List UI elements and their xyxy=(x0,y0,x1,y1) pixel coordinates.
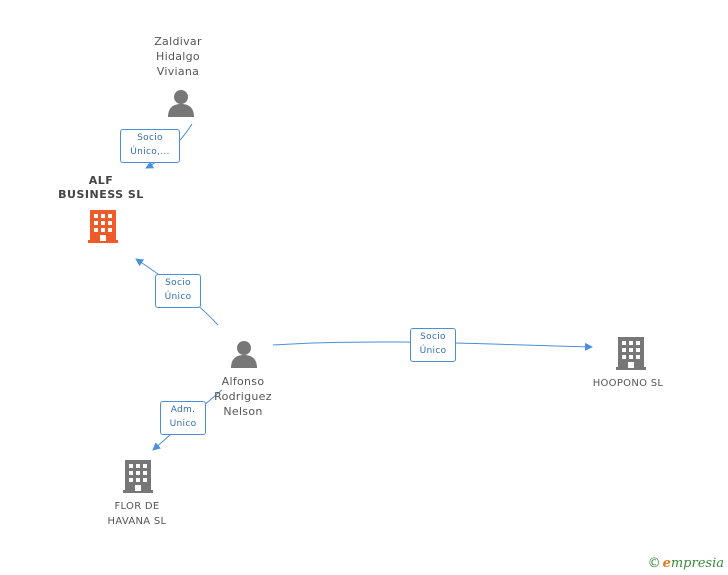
edge-label-line: Único xyxy=(164,292,192,302)
brand-text: mpresia xyxy=(670,556,724,571)
label-line: Hidalgo xyxy=(156,50,200,63)
label-line: Rodriguez xyxy=(214,390,272,403)
edge-label-alfonso-hoopono[interactable]: Socio Único xyxy=(410,328,456,362)
label-line: HOOPONO SL xyxy=(592,378,664,389)
edge-label-line: Unico xyxy=(169,419,197,429)
edge-label-zaldivar-alf[interactable]: Socio Único,... xyxy=(120,129,180,163)
edge-label-line: Adm. xyxy=(170,405,196,415)
node-label-hoopono[interactable]: HOOPONO SL xyxy=(578,376,678,391)
node-label-zaldivar[interactable]: Zaldivar Hidalgo Viviana xyxy=(138,34,218,79)
brand-initial: e xyxy=(662,556,671,571)
empresia-logo: ©empresia xyxy=(648,556,724,571)
building-icon[interactable] xyxy=(616,337,646,370)
label-line: Zaldivar xyxy=(154,35,202,48)
copyright-icon: © xyxy=(647,556,661,571)
label-line: Alfonso xyxy=(221,375,265,388)
label-line: Nelson xyxy=(223,405,263,418)
building-icon[interactable] xyxy=(88,210,118,243)
edge-label-alfonso-alf[interactable]: Socio Único xyxy=(155,274,201,308)
node-label-alfonso[interactable]: Alfonso Rodriguez Nelson xyxy=(202,374,284,419)
node-label-flor[interactable]: FLOR DE HAVANA SL xyxy=(92,499,182,529)
label-line: ALF xyxy=(88,174,114,187)
node-label-alf[interactable]: ALF BUSINESS SL xyxy=(50,174,152,202)
person-icon[interactable] xyxy=(231,341,257,368)
edge-label-alfonso-flor[interactable]: Adm. Unico xyxy=(160,401,206,435)
edge-label-line: Socio xyxy=(137,133,163,143)
building-icon[interactable] xyxy=(123,460,153,493)
edge-label-line: Socio xyxy=(165,278,191,288)
edge-label-line: Único,... xyxy=(130,147,170,157)
edge-label-line: Socio xyxy=(420,332,446,342)
person-icon[interactable] xyxy=(168,90,194,117)
label-line: Viviana xyxy=(156,65,200,78)
label-line: BUSINESS SL xyxy=(58,188,144,201)
label-line: HAVANA SL xyxy=(107,516,167,527)
edge-label-line: Único xyxy=(419,346,447,356)
label-line: FLOR DE xyxy=(114,501,160,512)
